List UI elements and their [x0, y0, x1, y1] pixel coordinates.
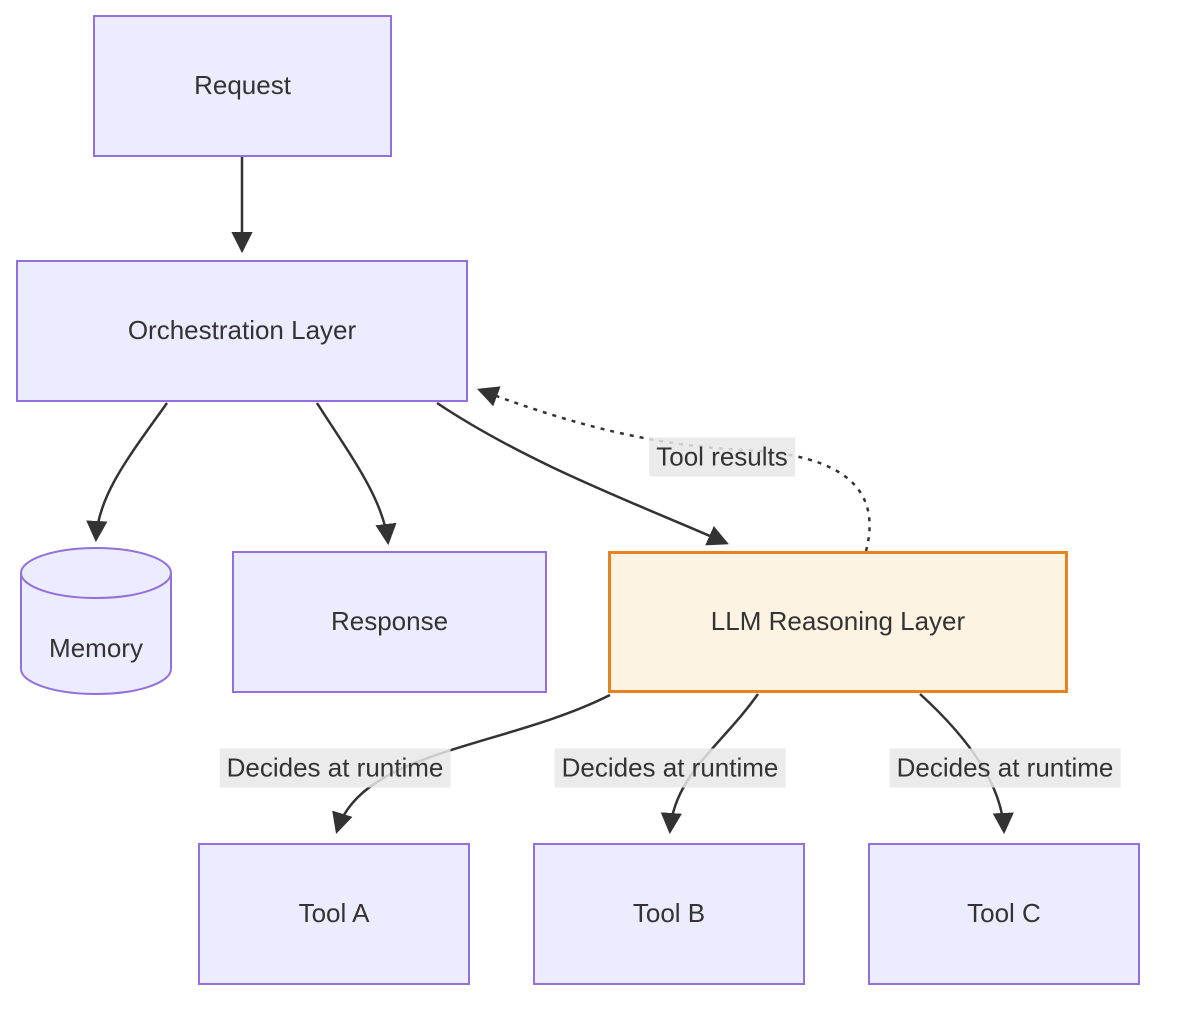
node-memory-label: Memory: [49, 632, 143, 663]
edge-orchestration-to-memory: [86, 402, 169, 543]
node-tool-b-label: Tool B: [632, 898, 706, 929]
edge-llm-to-orchestration-tool-results: [477, 386, 871, 552]
node-tool-c: Tool C: [868, 843, 1140, 985]
edge-label-decides-at-runtime-b: Decides at runtime: [554, 748, 786, 788]
node-tool-a-label: Tool A: [298, 898, 370, 929]
node-memory: Memory: [20, 628, 172, 668]
edge-label-tool-results: Tool results: [649, 437, 795, 477]
edge-label-decides-at-runtime-a: Decides at runtime: [219, 748, 451, 788]
node-request-label: Request: [194, 70, 291, 101]
node-tool-b: Tool B: [533, 843, 805, 985]
node-orchestration-layer: Orchestration Layer: [16, 260, 468, 402]
node-llm-reasoning-layer: LLM Reasoning Layer: [608, 551, 1068, 693]
node-orchestration-layer-label: Orchestration Layer: [127, 315, 357, 346]
edge-label-decides-at-runtime-c: Decides at runtime: [889, 748, 1121, 788]
node-response-label: Response: [330, 606, 449, 637]
edge-orchestration-to-llm: [436, 401, 729, 546]
node-response: Response: [232, 551, 547, 693]
edge-orchestration-to-response: [315, 402, 397, 546]
node-memory-shape: [20, 547, 172, 695]
node-tool-a: Tool A: [198, 843, 470, 985]
node-llm-reasoning-layer-label: LLM Reasoning Layer: [710, 606, 966, 637]
node-request: Request: [93, 15, 392, 157]
node-tool-c-label: Tool C: [967, 898, 1041, 929]
